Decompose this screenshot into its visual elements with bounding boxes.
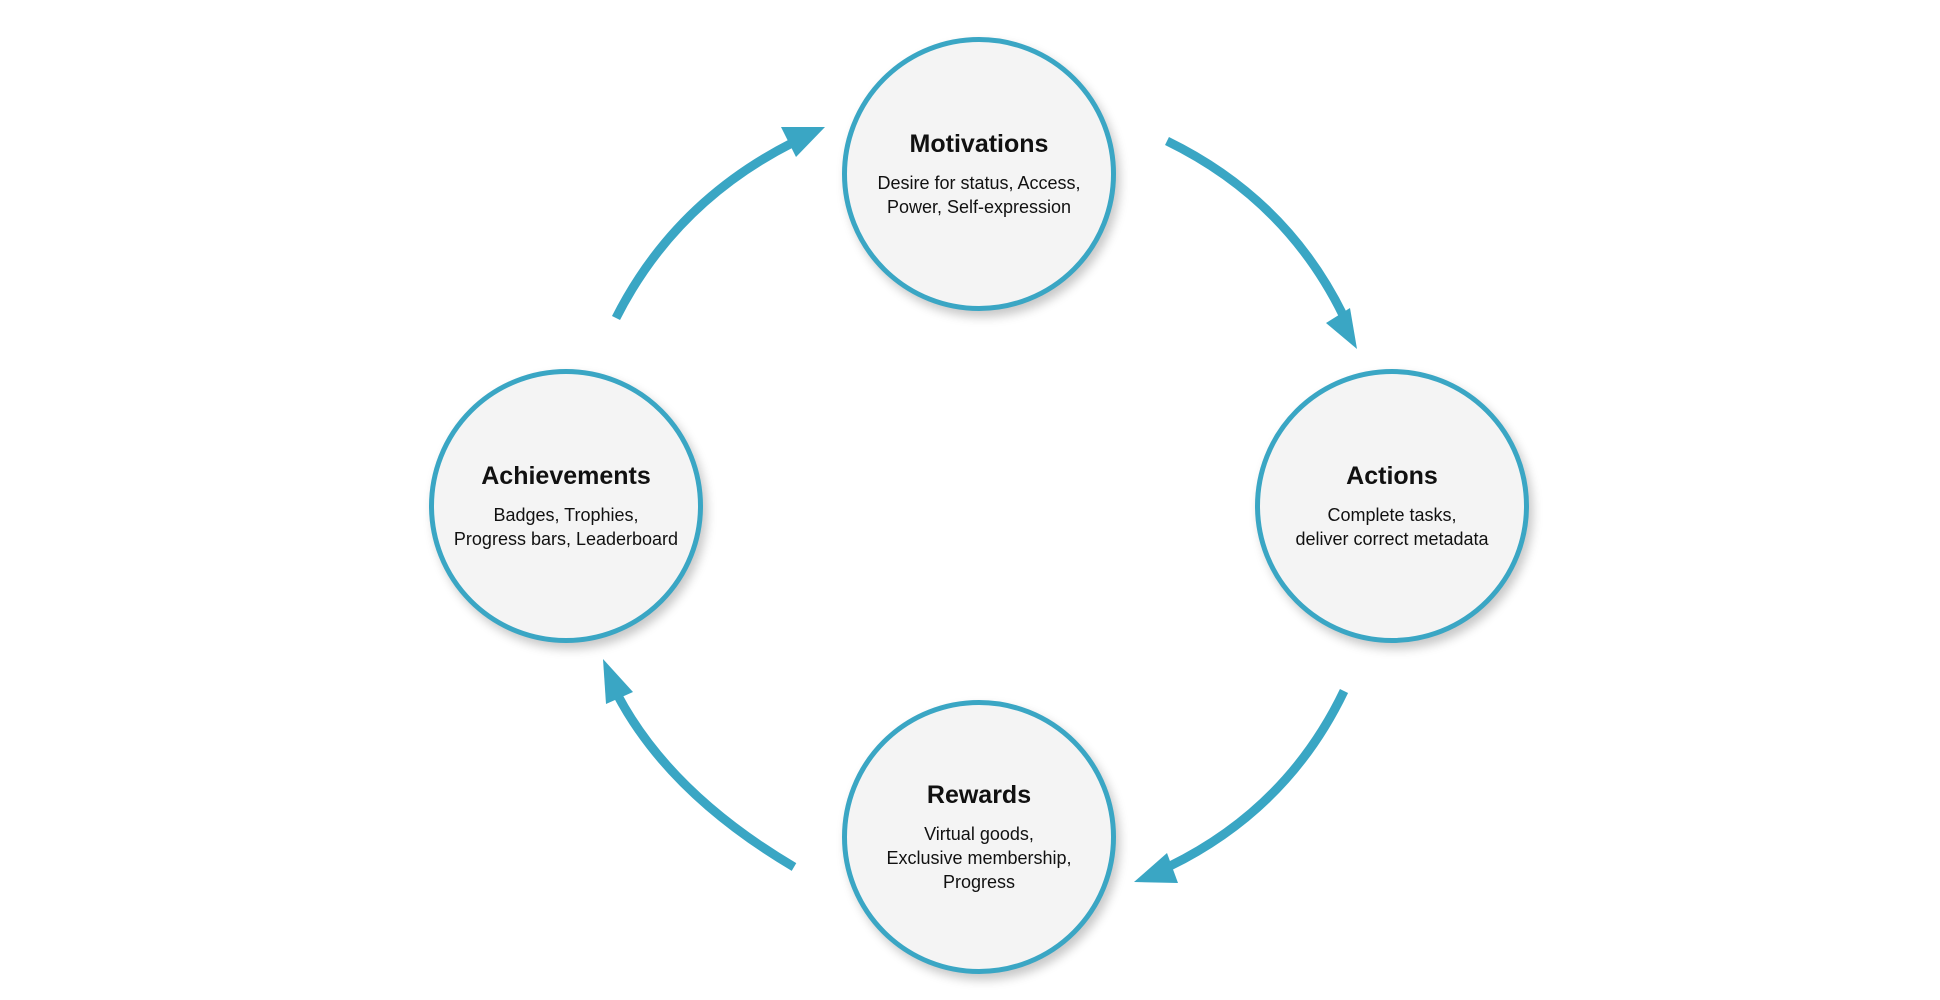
node-description-line: Progress bars, Leaderboard [453,529,679,549]
node-title: Rewards [926,781,1032,809]
node-rewards: Rewards Virtual goods, Exclusive members… [842,700,1116,974]
node-description-line: Power, Self-expression [886,197,1072,217]
node-title: Motivations [909,130,1049,158]
node-description-line: Complete tasks, [1327,505,1457,525]
arrow-achievements-to-motivations [611,138,795,321]
node-title: Actions [1346,462,1438,490]
node-description-line: Virtual goods, [924,824,1034,844]
node-description-line: Progress [942,872,1016,892]
node-description-line: Desire for status, Access, [877,173,1081,193]
arrow-motivations-to-actions [1165,136,1348,317]
arrow-actions-to-rewards [1168,689,1349,871]
arrow-rewards-to-achievements [613,691,797,871]
node-achievements: Achievements Badges, Trophies, Progress … [429,369,703,643]
arrowhead-actions [1326,308,1357,349]
arrowhead-achievements [603,659,633,704]
node-description-line: Exclusive membership, [886,848,1072,868]
arrowhead-motivations [781,127,825,157]
node-motivations: Motivations Desire for status, Access, P… [842,37,1116,311]
node-title: Achievements [481,462,651,490]
node-description-line: deliver correct metadata [1295,529,1489,549]
node-description-line: Badges, Trophies, [493,505,639,525]
node-actions: Actions Complete tasks, deliver correct … [1255,369,1529,643]
arrowhead-rewards [1134,853,1178,883]
